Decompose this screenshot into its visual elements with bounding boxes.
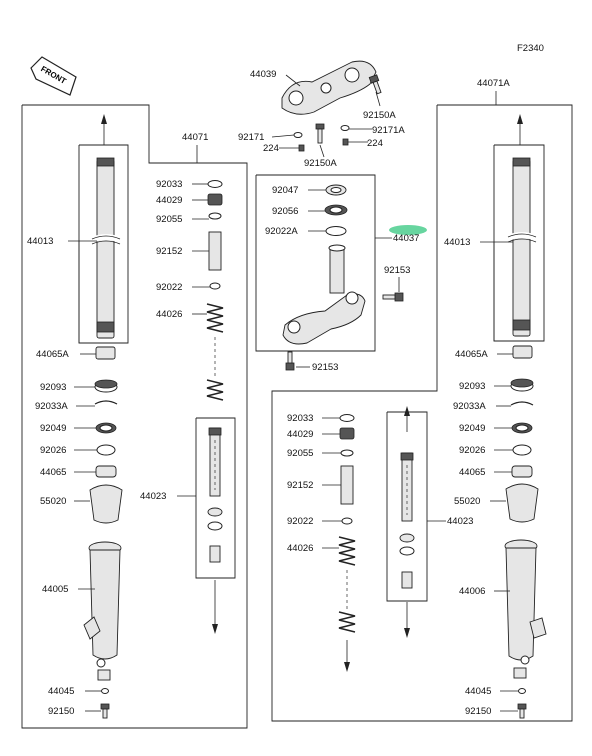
label-92049-right: 92049	[459, 423, 485, 434]
left-inner-tube	[90, 157, 122, 339]
right-outer-tube	[504, 539, 547, 679]
label-44013-left: 44013	[27, 236, 53, 247]
label-92033a-left: 92033A	[35, 401, 68, 412]
stem-frame	[255, 174, 376, 352]
label-55020-right: 55020	[454, 496, 480, 507]
right-damper-parts	[338, 406, 415, 672]
label-92150a-top: 92150A	[363, 110, 396, 121]
label-44045-right: 44045	[465, 686, 491, 697]
upper-small-bolts	[293, 123, 350, 152]
label-92093-left: 92093	[40, 382, 66, 393]
highlight-marker	[389, 225, 427, 235]
right-seal-stack	[505, 345, 539, 523]
label-55020-left: 55020	[40, 496, 66, 507]
label-44071: 44071	[182, 132, 208, 143]
label-44026-left: 44026	[156, 309, 182, 320]
label-44071a: 44071A	[477, 78, 510, 89]
label-224-right: 224	[367, 138, 383, 149]
right-fork-frame	[271, 104, 573, 722]
label-92150-left: 92150	[48, 706, 74, 717]
label-44013-right: 44013	[444, 237, 470, 248]
stem-bolt-lower	[285, 351, 295, 371]
label-92171: 92171	[238, 132, 264, 143]
label-44026-right: 44026	[287, 543, 313, 554]
label-92026-left: 92026	[40, 445, 66, 456]
label-92049-left: 92049	[40, 423, 66, 434]
right-inner-tube	[506, 157, 538, 337]
label-92153-upper: 92153	[384, 265, 410, 276]
label-92055-right: 92055	[287, 448, 313, 459]
label-92033-right: 92033	[287, 413, 313, 424]
label-92153-lower: 92153	[312, 362, 338, 373]
stem-parts	[282, 184, 366, 345]
label-44065a-right: 44065A	[455, 349, 488, 360]
stem-bolt-right	[382, 292, 404, 302]
label-92022-left: 92022	[156, 282, 182, 293]
left-outer-tube	[83, 541, 122, 681]
label-92171a: 92171A	[372, 125, 405, 136]
left-bottom-bolt	[100, 703, 110, 719]
label-224-left: 224	[263, 143, 279, 154]
label-92033-left: 92033	[156, 179, 182, 190]
label-92022-right: 92022	[287, 516, 313, 527]
label-92047: 92047	[272, 185, 298, 196]
label-44029-right: 44029	[287, 429, 313, 440]
label-44006: 44006	[459, 586, 485, 597]
label-44065a-left: 44065A	[36, 349, 69, 360]
figure-id: F2340	[517, 43, 544, 54]
label-44005: 44005	[42, 584, 68, 595]
label-44065-left: 44065	[40, 467, 66, 478]
left-seal-stack	[89, 346, 123, 524]
label-44023-left: 44023	[140, 491, 166, 502]
label-44039: 44039	[250, 69, 276, 80]
label-92150-right: 92150	[465, 706, 491, 717]
label-92055-left: 92055	[156, 214, 182, 225]
label-92033a-right: 92033A	[453, 401, 486, 412]
label-44023-right: 44023	[447, 516, 473, 527]
label-44045-left: 44045	[48, 686, 74, 697]
left-damper-parts	[206, 180, 224, 634]
right-damper-box	[386, 411, 428, 602]
right-bottom-bolt	[517, 703, 527, 719]
label-92152-right: 92152	[287, 480, 313, 491]
front-arrow-icon: FRONT	[30, 56, 77, 96]
left-fork-frame	[21, 104, 248, 729]
label-92056: 92056	[272, 206, 298, 217]
upper-bracket	[281, 60, 377, 115]
label-92150a-mid: 92150A	[304, 158, 337, 169]
label-92022a: 92022A	[265, 226, 298, 237]
label-44029-left: 44029	[156, 195, 182, 206]
label-44037: 44037	[393, 233, 419, 244]
upper-bracket-bolt-right	[368, 74, 382, 95]
label-92026-right: 92026	[459, 445, 485, 456]
label-44065-right: 44065	[459, 467, 485, 478]
label-92152-left: 92152	[156, 246, 182, 257]
left-damper-box	[195, 417, 236, 579]
label-92093-right: 92093	[459, 381, 485, 392]
